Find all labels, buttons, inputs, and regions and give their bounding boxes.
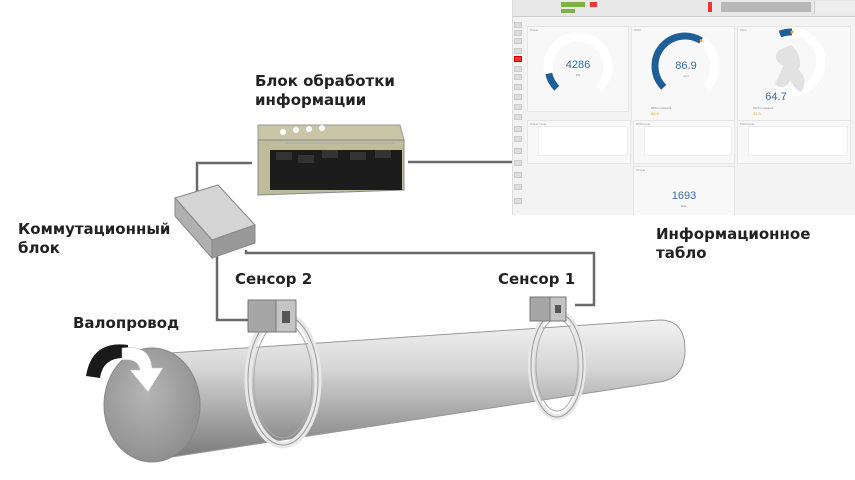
gauge-marker <box>790 30 794 34</box>
information-display-dashboard: Power RPM Pitch 4286 kW 86.9 rpm 64.7 % … <box>512 0 855 215</box>
gauge-title: Torque <box>636 168 646 172</box>
trend-chart-power <box>538 126 628 156</box>
dashboard-toolbar <box>513 0 855 17</box>
sidebar-item[interactable] <box>514 22 522 28</box>
processing-unit-label: Блок обработки информации <box>255 72 395 109</box>
sensor-2-label: Сенсор 2 <box>235 270 313 288</box>
wire-switch-to-sensor2 <box>215 255 255 322</box>
pitch-unit: % <box>782 97 786 101</box>
sidebar-item[interactable] <box>514 184 522 190</box>
sidebar-item[interactable] <box>514 114 522 120</box>
gauge-title: RPM <box>634 28 641 32</box>
toolbar-right-buttons[interactable] <box>814 1 855 14</box>
gauge-title: Pitch <box>740 28 747 32</box>
trend-chart-pitch <box>748 126 848 156</box>
sidebar-item[interactable] <box>514 136 522 142</box>
gauge-track <box>772 27 826 97</box>
pitch-limit-value: 61.5 <box>753 111 761 116</box>
wire-switch-to-processor <box>195 161 257 195</box>
status-ok-indicator-2 <box>561 9 575 13</box>
trend-panel-rpm: RPM trend <box>633 120 735 164</box>
alarm-button[interactable] <box>590 2 597 7</box>
sidebar-item[interactable] <box>514 172 522 178</box>
trend-title: RPM trend <box>636 122 651 126</box>
wire-switch-to-sensor1 <box>244 250 596 307</box>
sensor-1 <box>528 296 586 420</box>
sidebar-item[interactable] <box>514 126 522 132</box>
sensor-1-label: Сенсор 1 <box>498 270 576 288</box>
rpm-value: 86.9 <box>675 60 697 72</box>
sidebar-item[interactable] <box>514 66 522 72</box>
wires <box>195 160 596 322</box>
shaft-end-face <box>103 347 201 463</box>
gauge-panel-torque: Torque <box>633 166 735 215</box>
sidebar-item[interactable] <box>514 160 522 166</box>
sidebar-item[interactable] <box>514 74 522 80</box>
trend-chart-rpm <box>644 126 732 156</box>
pitch-limit-label: Pitch Limitpoint <box>753 106 774 110</box>
pitch-value: 64.7 <box>765 91 787 103</box>
rpm-unit: rpm <box>683 74 689 78</box>
sidebar-item[interactable] <box>514 198 522 204</box>
gauge-title: Power <box>530 28 539 32</box>
trend-title: Pitch trend <box>740 122 755 126</box>
sidebar-item[interactable] <box>514 30 522 36</box>
trend-panel-power: Power trend <box>527 120 631 164</box>
gauge-fill <box>545 72 560 91</box>
switching-unit-label: Коммутационный блок <box>18 220 171 257</box>
power-value: 4286 <box>565 59 591 71</box>
gauge-fill <box>651 32 703 90</box>
alarm-indicator <box>708 2 712 12</box>
sidebar-item[interactable] <box>514 148 522 154</box>
torque-unit: kNm <box>680 204 688 208</box>
sidebar-item[interactable] <box>514 84 522 90</box>
sidebar-item[interactable] <box>514 104 522 110</box>
sidebar-item[interactable] <box>514 38 522 44</box>
sensor-2 <box>244 299 322 449</box>
gauge-fill <box>778 28 793 38</box>
propeller-icon <box>775 45 805 92</box>
gauge-marker <box>699 39 703 43</box>
rpm-limit-value: 86.9 <box>651 111 659 116</box>
gauge-track <box>543 32 613 92</box>
rpm-limit-label: RPM Limitpoint <box>651 106 672 110</box>
trend-title: Power trend <box>530 122 547 126</box>
toolbar-controls <box>721 2 811 12</box>
rotation-arrow-icon <box>86 344 164 393</box>
switching-unit <box>174 184 256 260</box>
shaft-label: Валопровод <box>73 314 180 332</box>
dashboard-sidebar <box>513 18 522 215</box>
torque-value: 1693 <box>671 190 697 202</box>
processing-unit <box>252 118 408 203</box>
power-unit: kW <box>575 73 581 77</box>
sidebar-item[interactable] <box>514 48 522 54</box>
sidebar-item-active[interactable] <box>514 56 522 62</box>
shaft <box>103 319 686 463</box>
display-label: Информационное табло <box>656 225 811 262</box>
sidebar-item[interactable] <box>514 94 522 100</box>
status-ok-indicator <box>561 2 585 7</box>
trend-panel-pitch: Pitch trend <box>737 120 851 164</box>
